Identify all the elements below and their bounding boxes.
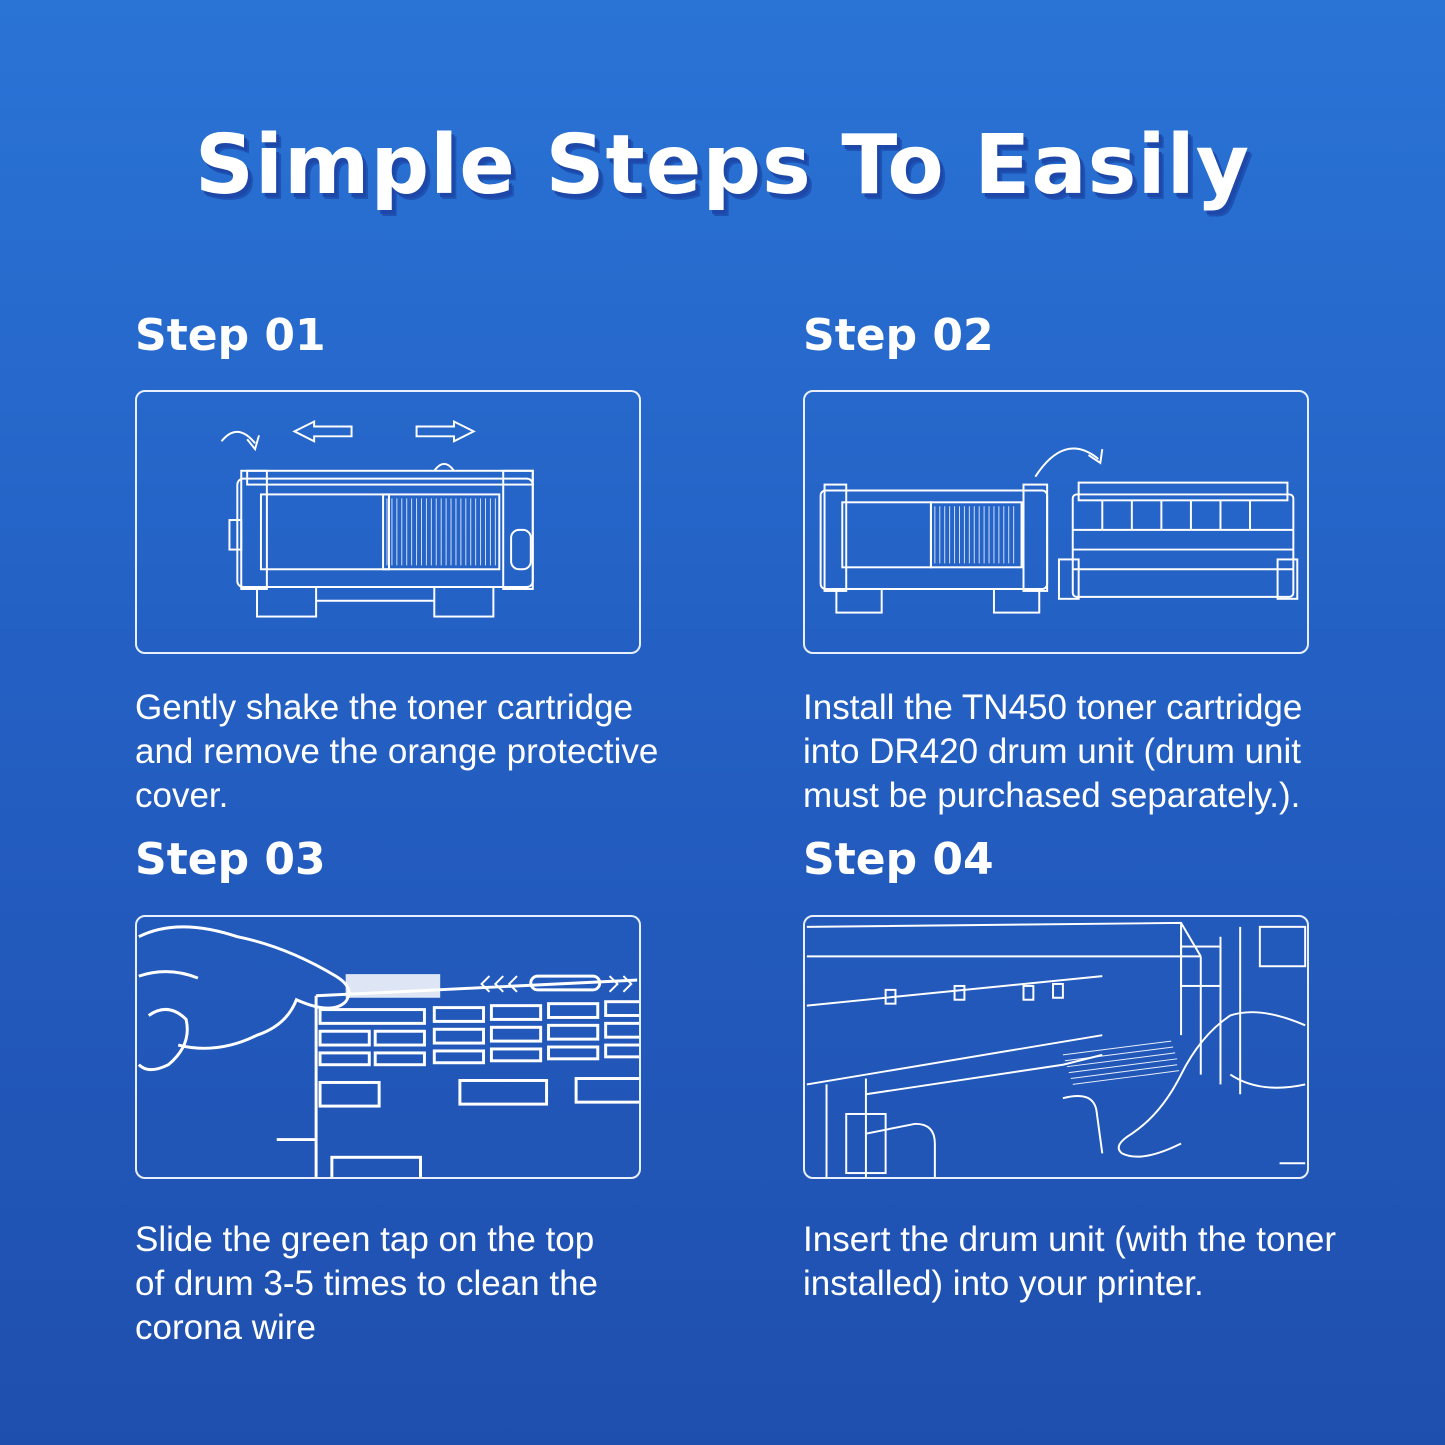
slide-tab-clean-corona-wire-icon xyxy=(137,925,639,1177)
step-04-description: Insert the drum unit (with the toner ins… xyxy=(803,1218,1336,1306)
step-02-illustration xyxy=(803,390,1309,654)
step-03-line-3: corona wire xyxy=(135,1308,316,1347)
step-04-line-1: Insert the drum unit (with the toner xyxy=(803,1220,1337,1259)
step-02-description: Install the TN450 toner cartridge into D… xyxy=(803,686,1302,818)
insert-drum-into-printer-icon xyxy=(806,921,1307,1177)
step-04-illustration xyxy=(803,915,1309,1179)
step-01-description: Gently shake the toner cartridge and rem… xyxy=(135,686,658,818)
step-01-line-1: Gently shake the toner cartridge xyxy=(135,688,634,727)
step-03-line-1: Slide the green tap on the top xyxy=(135,1220,595,1259)
step-03-line-2: of drum 3-5 times to clean the xyxy=(135,1264,598,1303)
step-03-illustration xyxy=(135,915,641,1179)
page-title: Simple Steps To Easily xyxy=(194,118,1251,213)
step-01-heading: Step 01 xyxy=(135,310,326,361)
step-04-heading: Step 04 xyxy=(803,834,994,885)
step-02-line-1: Install the TN450 toner cartridge xyxy=(803,688,1303,727)
step-03-heading: Step 03 xyxy=(135,834,326,885)
step-02-heading: Step 02 xyxy=(803,310,994,361)
step-04-line-2: installed) into your printer. xyxy=(803,1264,1204,1303)
step-01-line-3: cover. xyxy=(135,776,229,815)
step-02-line-2: into DR420 drum unit (drum unit xyxy=(803,732,1301,771)
step-01-illustration xyxy=(135,390,641,654)
step-03-description: Slide the green tap on the top of drum 3… xyxy=(135,1218,598,1350)
install-toner-into-drum-icon xyxy=(819,447,1299,614)
step-02-line-3: must be purchased separately.). xyxy=(803,776,1301,815)
toner-cartridge-shake-icon xyxy=(220,419,534,618)
step-01-line-2: and remove the orange protective xyxy=(135,732,659,771)
